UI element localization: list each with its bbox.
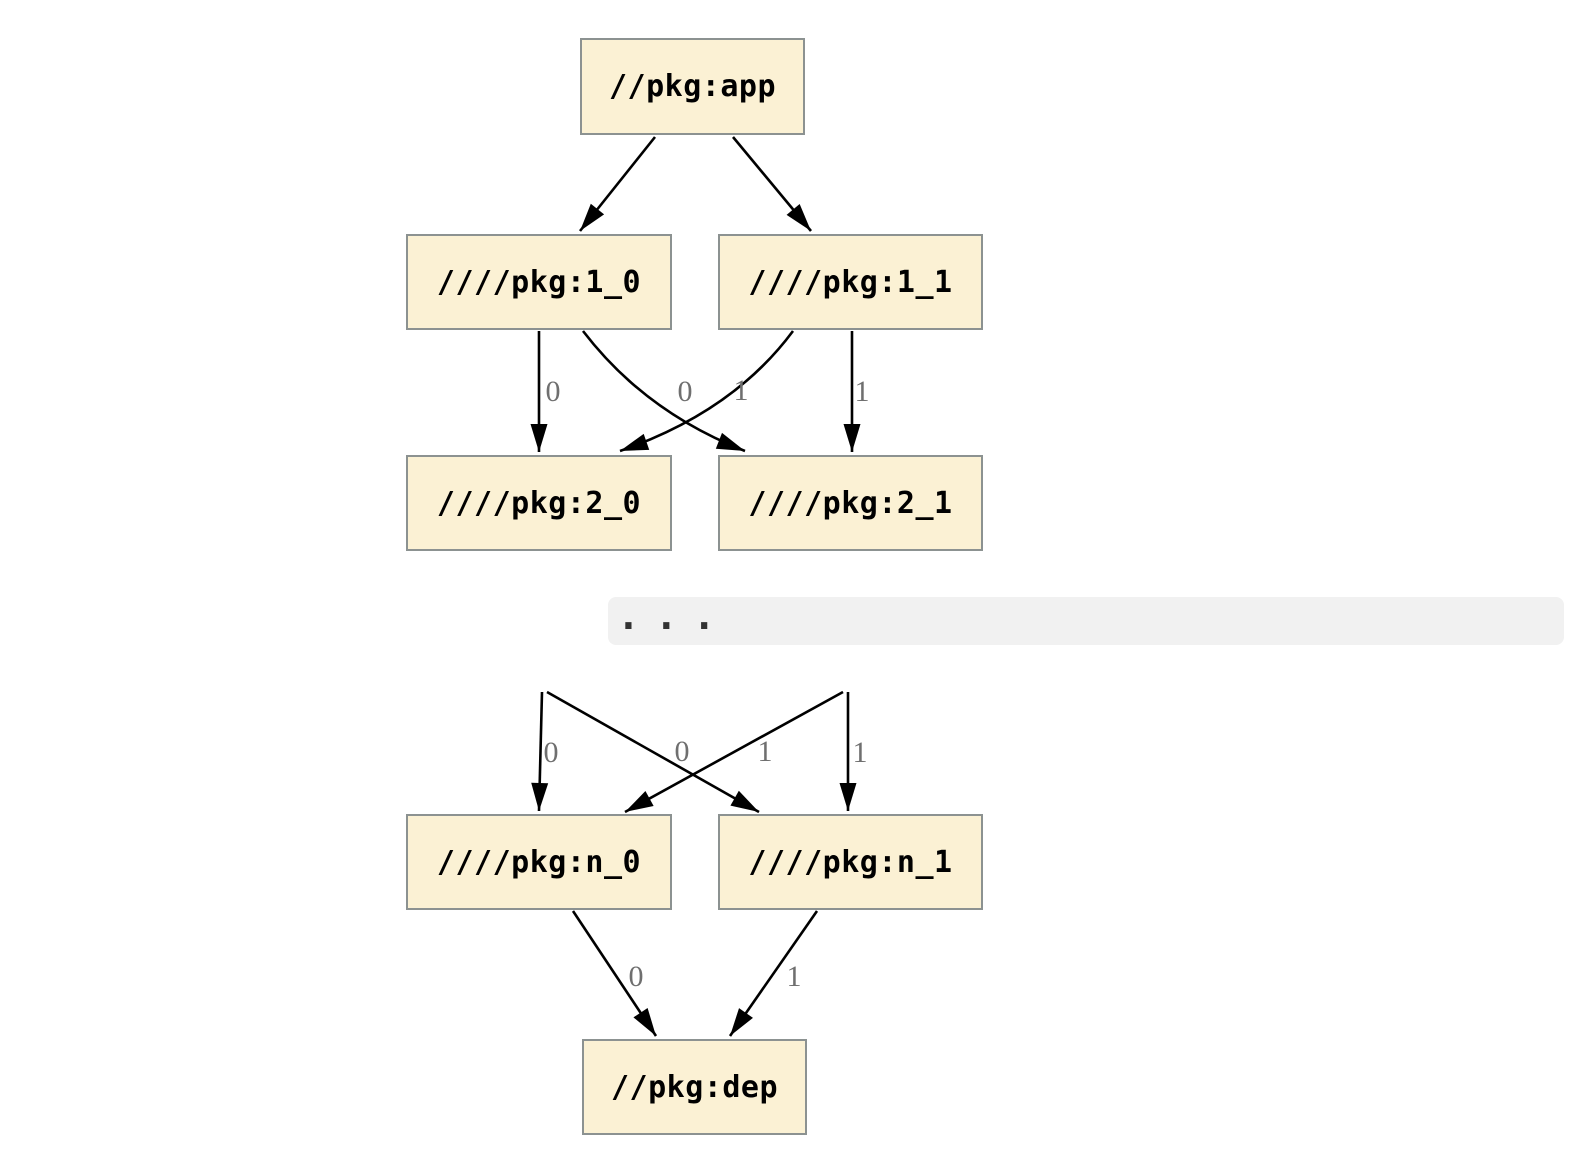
node-pkg-1-1: ////pkg:1_1 [718,234,983,330]
edge-n-1-to-dep [728,910,819,1037]
node-pkg-dep: //pkg:dep [582,1039,807,1135]
node-pkg-n-1: ////pkg:n_1 [718,814,983,910]
edge-app-to-1-1 [731,136,813,232]
edge-dots-to-n-0-cross [624,690,844,814]
edge-label-1-1-out-1: 1 [854,375,870,408]
node-pkg-2-1: ////pkg:2_1 [718,455,983,551]
edge-dots-to-n-1-cross [546,690,760,814]
edge-1-0-to-2-1 [581,330,746,453]
edge-label-n-right-out-1: 1 [852,736,868,769]
edge-n-0-to-dep [571,910,658,1037]
node-pkg-2-0: ////pkg:2_0 [406,455,672,551]
edge-label-n-right-out-0: 0 [674,735,690,768]
edge-label-1-0-out-1: 1 [733,374,749,407]
edge-app-to-1-0 [578,136,657,232]
edge-label-1-0-out-0: 0 [545,375,561,408]
edge-label-n-left-out-1: 1 [757,735,773,768]
ellipsis-dots: ... [617,594,731,638]
edge-dots-to-n-0-straight [531,691,549,812]
ellipsis-bar: ... [608,597,1564,645]
edge-1-1-to-2-0 [619,330,795,453]
edge-label-1-1-out-0: 0 [677,375,693,408]
edge-label-n-1-to-dep: 1 [786,960,802,993]
node-pkg-n-0: ////pkg:n_0 [406,814,672,910]
node-pkg-app: //pkg:app [580,38,805,135]
edge-label-n-left-out-0: 0 [543,736,559,769]
edge-label-n-0-to-dep: 0 [628,960,644,993]
node-pkg-1-0: ////pkg:1_0 [406,234,672,330]
